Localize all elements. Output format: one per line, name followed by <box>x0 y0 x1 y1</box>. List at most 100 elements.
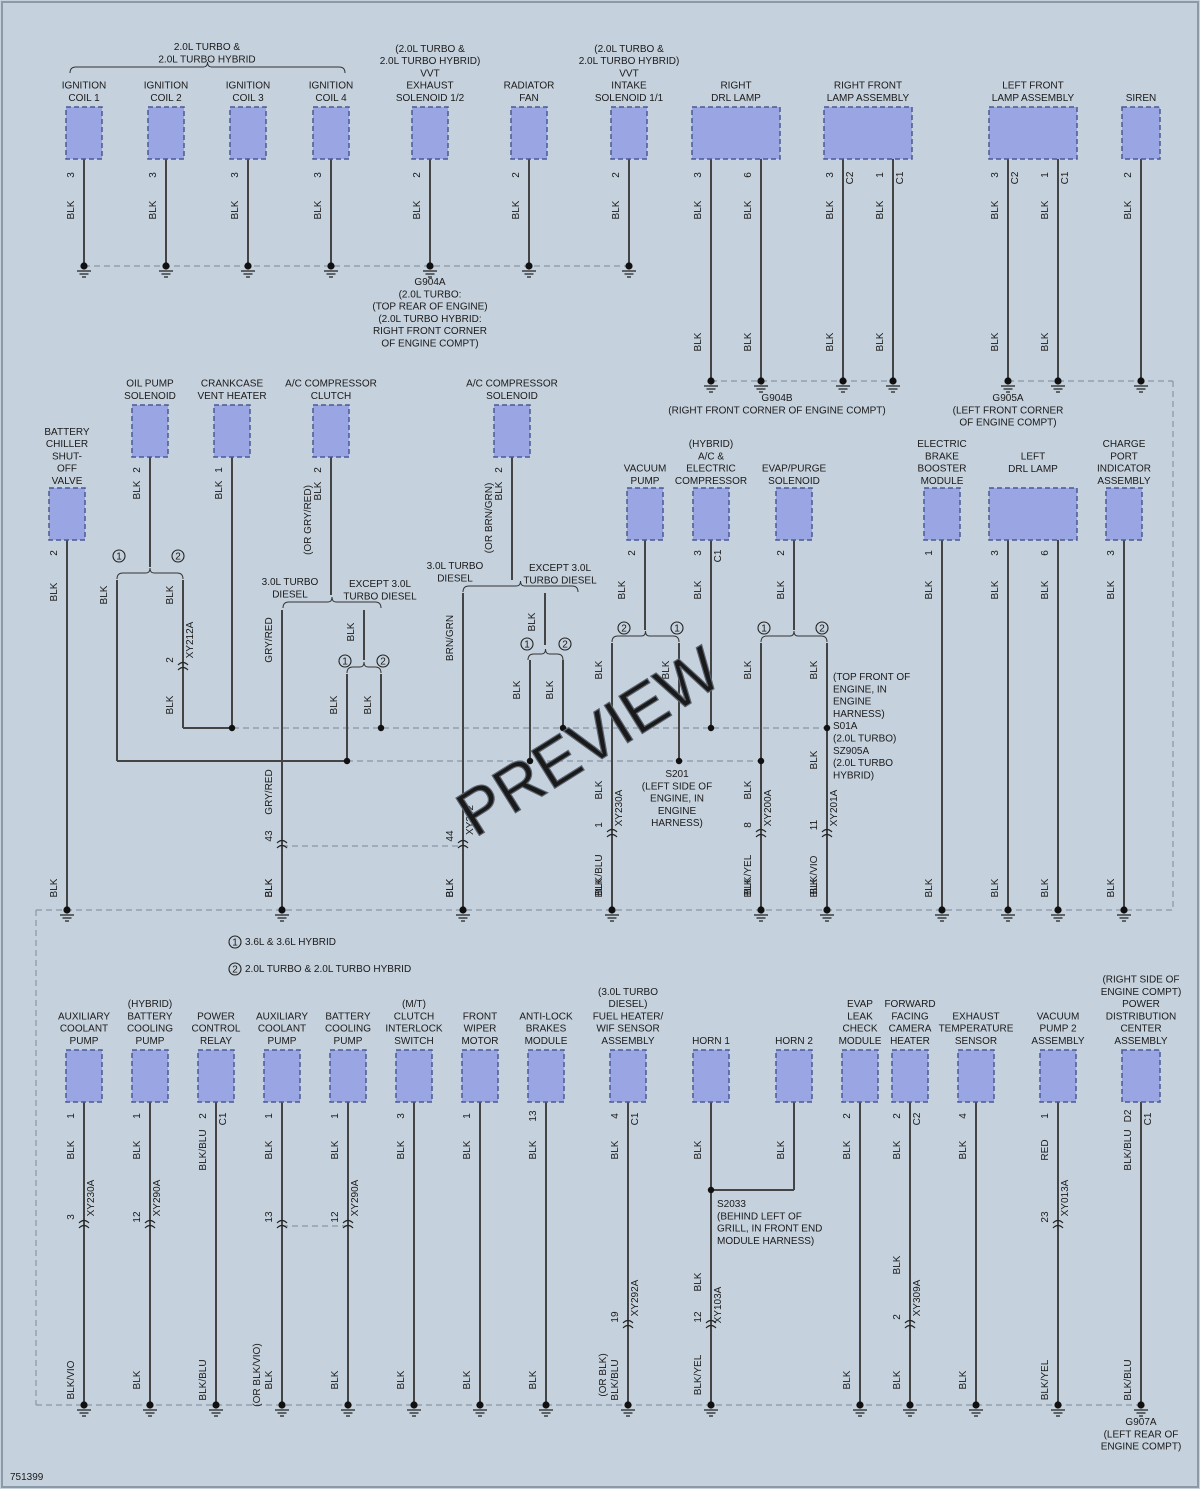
undefined: BLK/BLU <box>594 854 605 895</box>
component-acp2 <box>263 1049 301 1103</box>
condition-3-0l-turbo-diesel: 3.0L TURBO <box>262 577 319 588</box>
undefined: 1 <box>132 1113 143 1119</box>
component-label-vvtex: (2.0L TURBO & <box>395 44 465 55</box>
undefined: BLK <box>693 332 704 351</box>
option-circle <box>112 549 126 563</box>
option-number: 2 <box>175 552 181 563</box>
location-g905a: (LEFT FRONT CORNER <box>953 405 1064 416</box>
component-radfan <box>510 106 548 160</box>
component-ebbm <box>923 487 961 541</box>
undefined: XY230A <box>614 789 625 826</box>
ground-symbol <box>820 914 834 922</box>
ground-symbol <box>60 914 74 922</box>
ground-point <box>80 262 88 270</box>
undefined: 1 <box>594 822 605 828</box>
ground-symbol <box>1051 1409 1065 1417</box>
option-number: 2 <box>621 624 627 635</box>
ground-symbol <box>341 1409 355 1417</box>
option-circle <box>558 637 572 651</box>
component-label-ccvh: CRANKCASE <box>201 379 264 390</box>
undefined: 1 <box>875 172 886 178</box>
location-g907a: (LEFT REAR OF <box>1104 1429 1179 1440</box>
location-s2033: (BEHIND LEFT OF <box>717 1211 802 1222</box>
ground-symbol <box>621 1409 635 1417</box>
component-label-evap: SOLENOID <box>768 476 820 487</box>
undefined: 2 <box>165 657 176 663</box>
component-ign4 <box>312 106 350 160</box>
component-label-ffch: HEATER <box>890 1036 930 1047</box>
component-label-pcr: RELAY <box>200 1036 232 1047</box>
ground-point <box>1004 906 1012 914</box>
component-abs <box>527 1049 565 1103</box>
component-label-vvtin: SOLENOID 1/1 <box>595 93 664 104</box>
undefined: 2 <box>132 467 143 473</box>
ground-point <box>608 906 616 914</box>
undefined: BLK/BLU <box>198 1129 209 1170</box>
undefined: XY103A <box>713 1286 724 1323</box>
legend-text-1: 3.6L & 3.6L HYBRID <box>245 937 336 948</box>
undefined: BLK <box>892 1255 903 1274</box>
undefined: 12 <box>330 1211 341 1223</box>
undefined: 1 <box>264 1113 275 1119</box>
option-circle <box>757 621 771 635</box>
wire-color-label: BLK <box>412 200 423 219</box>
pin-label: 2 <box>611 172 622 178</box>
option-circle <box>171 549 185 563</box>
undefined: BLK <box>264 1140 275 1159</box>
component-label-pdc: CENTER <box>1120 1024 1161 1035</box>
undefined: BLK <box>494 481 505 500</box>
undefined: 3 <box>66 1214 77 1220</box>
ground-symbol <box>1001 385 1015 393</box>
inline-connector <box>821 828 833 838</box>
option-circle <box>338 654 352 668</box>
component-label-hbcp: COOLING <box>127 1024 173 1035</box>
brace-ac-clutch <box>282 596 382 609</box>
component-fuelh <box>609 1049 647 1103</box>
ground-symbol <box>209 1409 223 1417</box>
undefined: BLK <box>842 1370 853 1389</box>
ground-point <box>80 1401 88 1409</box>
undefined: BLK <box>165 695 176 714</box>
component-label-bcsv: SHUT- <box>52 451 82 462</box>
undefined: 3 <box>396 1113 407 1119</box>
component-label-cis: (M/T) <box>402 999 426 1010</box>
component-label-hyac: ELECTRIC <box>686 464 735 475</box>
component-label-oilpump: SOLENOID <box>124 391 176 402</box>
option-circle <box>617 621 631 635</box>
component-accl <box>312 404 350 458</box>
inline-connector <box>144 1219 156 1229</box>
ground-symbol <box>456 914 470 922</box>
component-label-acp1: COOLANT <box>60 1024 108 1035</box>
undefined: BLK <box>445 878 456 897</box>
component-vvtex <box>411 106 449 160</box>
location-s01a: (2.0L TURBO) <box>833 734 896 745</box>
location-s01a: HYBRID) <box>833 770 874 781</box>
ground-point <box>889 377 897 385</box>
ground-point <box>856 1401 864 1409</box>
component-label-cpia: PORT <box>1110 451 1138 462</box>
component-ign1 <box>65 106 103 160</box>
undefined: BLK <box>1040 200 1051 219</box>
option-circle <box>376 654 390 668</box>
component-label-vacpump: PUMP <box>631 476 660 487</box>
wire-color-label: BLK <box>230 200 241 219</box>
option-circle <box>815 621 829 635</box>
ground-symbol <box>969 1409 983 1417</box>
component-label-ets: SENSOR <box>955 1036 997 1047</box>
undefined: 43 <box>264 830 275 842</box>
ground-symbol <box>754 914 768 922</box>
undefined: BLK <box>1040 332 1051 351</box>
undefined: BLK <box>875 200 886 219</box>
undefined: 4 <box>958 1113 969 1119</box>
ground-symbol <box>1134 385 1148 393</box>
undefined: BLK <box>1123 200 1134 219</box>
ground-point <box>1004 377 1012 385</box>
ground-symbol <box>886 385 900 393</box>
undefined: C1 <box>895 171 906 184</box>
figure-id: 751399 <box>10 1472 44 1483</box>
location-s201: ENGINE, IN <box>650 794 704 805</box>
component-bcp <box>329 1049 367 1103</box>
undefined: BLK <box>693 1272 704 1291</box>
ground-symbol <box>853 1409 867 1417</box>
ground-point <box>707 377 715 385</box>
